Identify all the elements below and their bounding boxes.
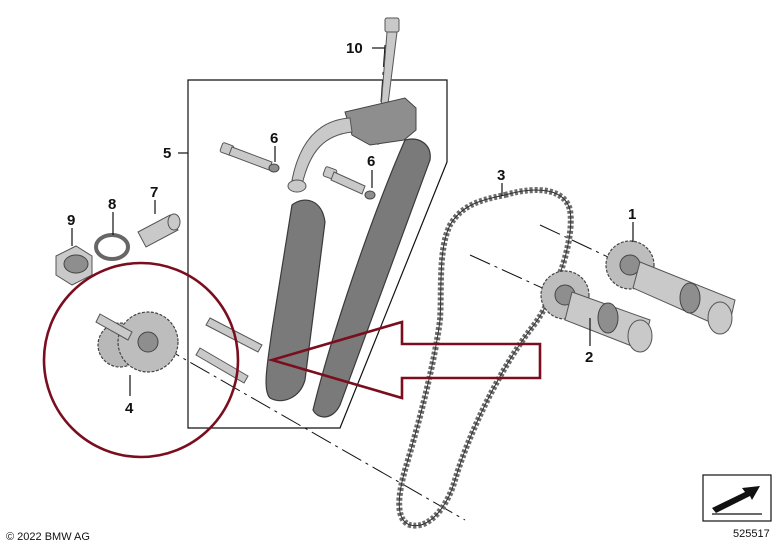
callout-4: 4 — [125, 400, 134, 417]
plug-9 — [55, 245, 93, 286]
gear-4-hub — [137, 331, 159, 353]
tensioner-rail — [265, 199, 326, 402]
guide-rail — [312, 138, 431, 418]
callout-2: 2 — [585, 349, 593, 366]
bracket-eye — [287, 179, 307, 193]
bracket-block — [344, 97, 417, 146]
bolt-6-left — [219, 142, 280, 173]
gear-4 — [95, 311, 179, 373]
gear-4-shaft — [95, 313, 133, 341]
timing-chain — [396, 187, 574, 529]
camshaft-2-end — [627, 319, 653, 353]
bolt-6-right — [322, 166, 376, 200]
copyright-text: © 2022 BMW AG — [6, 531, 90, 543]
bolt-6-right-shank — [330, 171, 366, 195]
camshaft-2-lobe — [597, 302, 619, 334]
image-number: 525517 — [733, 528, 770, 540]
callout-6a: 6 — [270, 130, 278, 147]
camshaft-1-lobe — [679, 282, 701, 314]
washer-6-right — [364, 190, 376, 200]
arrow-box-icon — [702, 474, 772, 522]
axis-line-gear — [159, 344, 466, 521]
callout-10: 10 — [346, 40, 363, 57]
callout-8: 8 — [108, 196, 116, 213]
dowel-7-end — [167, 213, 181, 231]
assembly-frame — [187, 79, 448, 429]
highlight-circle — [42, 261, 240, 459]
dowel-7 — [137, 213, 181, 248]
callout-6b: 6 — [367, 153, 375, 170]
bracket-arm — [291, 117, 353, 186]
arrow-box-arrow — [712, 486, 760, 513]
o-ring-8 — [94, 233, 130, 261]
camshaft-2 — [540, 270, 653, 353]
callout-7: 7 — [150, 184, 158, 201]
camshaft-1-end — [707, 301, 733, 335]
bolt-10 — [379, 17, 400, 121]
axis-line-camshaft-1 — [539, 224, 641, 273]
camshaft-1 — [605, 240, 736, 335]
callout-5: 5 — [163, 145, 171, 162]
callout-3: 3 — [497, 167, 505, 184]
highlight-arrow — [267, 320, 542, 400]
callout-9: 9 — [67, 212, 75, 229]
bolt-10-head — [384, 17, 400, 33]
bolt-6-left-shank — [228, 146, 273, 171]
pin-frame-lower — [195, 347, 249, 384]
plug-9-face — [63, 254, 89, 274]
washer-6-left — [268, 163, 280, 173]
rail-bracket — [287, 97, 417, 193]
callout-1: 1 — [628, 206, 636, 223]
